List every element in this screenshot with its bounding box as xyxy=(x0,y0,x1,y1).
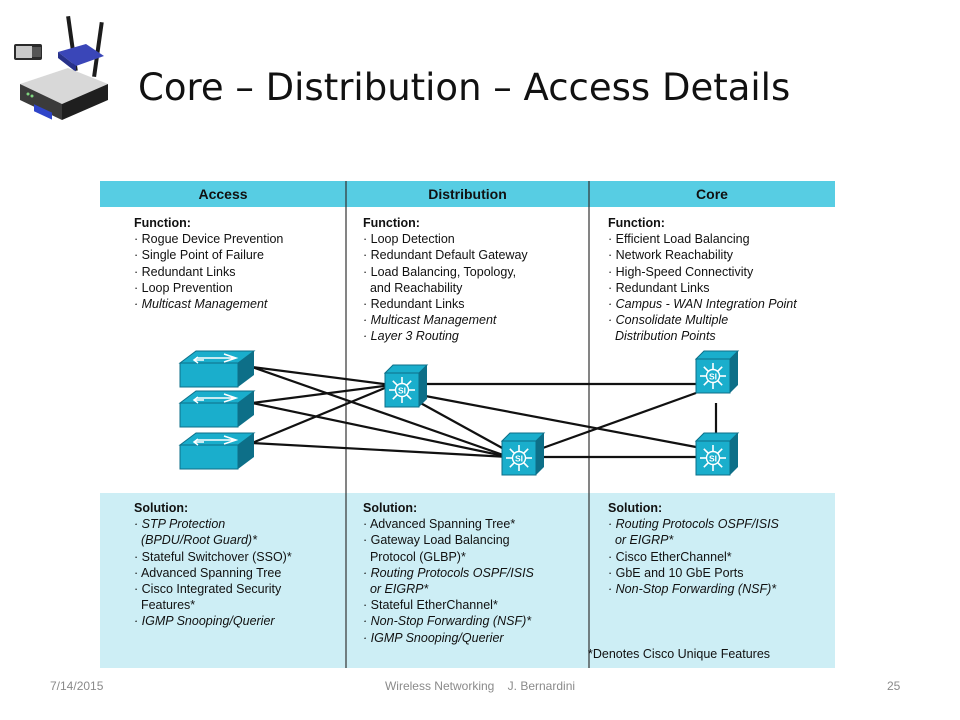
list-item: · IGMP Snooping/Querier xyxy=(363,630,504,645)
link-access1-dist1 xyxy=(251,365,393,387)
antenna-right-icon xyxy=(92,21,104,78)
list-item: · Layer 3 Routing xyxy=(363,329,459,344)
list-item: · Loop Prevention xyxy=(134,280,233,295)
link-dist2-core1 xyxy=(539,391,697,451)
link-access1-dist2 xyxy=(251,365,510,459)
list-heading: Function: xyxy=(608,216,665,230)
svg-text:SI: SI xyxy=(515,454,523,464)
list-item: · Rogue Device Prevention xyxy=(134,232,284,247)
list-heading: Function: xyxy=(363,216,420,230)
list-item: · Single Point of Failure xyxy=(134,248,264,263)
list-item: · High-Speed Connectivity xyxy=(608,264,754,279)
access-function-list: Function: · Rogue Device Prevention· Sing… xyxy=(134,215,283,312)
list-item: · Redundant Links xyxy=(134,264,236,279)
list-item: · Campus - WAN Integration Point xyxy=(608,297,797,312)
list-heading: Solution: xyxy=(134,501,189,515)
network-hierarchy-diagram: SI SI SI SI Access Distribution Core Fun… xyxy=(100,181,835,668)
link-access3-dist2 xyxy=(251,441,510,459)
svg-text:SI: SI xyxy=(398,386,406,396)
router-logo-image xyxy=(14,15,108,120)
distribution-solution-list: Solution: · Advanced Spanning Tree*· Gate… xyxy=(363,500,534,646)
footer-center-text: Wireless Networking J. Bernardini xyxy=(0,679,960,693)
list-item: · STP Protection xyxy=(134,517,226,532)
distribution-switch-2-icon: SI xyxy=(500,432,546,476)
core-switch-1-icon: SI xyxy=(694,350,740,394)
column-header-band xyxy=(100,181,835,207)
list-item: · Routing Protocols OSPF/ISIS xyxy=(608,517,779,532)
list-item: · Non-Stop Forwarding (NSF)* xyxy=(363,614,532,629)
list-item: · Stateful Switchover (SSO)* xyxy=(134,549,292,564)
list-heading: Solution: xyxy=(363,501,418,515)
list-item: · Advanced Spanning Tree xyxy=(134,565,282,580)
list-item: · Non-Stop Forwarding (NSF)* xyxy=(608,582,777,597)
column-header-access: Access xyxy=(198,186,248,202)
core-function-list: Function: · Efficient Load Balancing· Net… xyxy=(608,215,797,345)
wireless-card-icon xyxy=(14,44,42,60)
list-item: · Cisco EtherChannel* xyxy=(608,549,732,564)
link-dist1-dist2 xyxy=(405,394,505,450)
diagram-canvas: SI SI SI SI xyxy=(100,181,835,668)
solution-band xyxy=(100,493,835,668)
list-item: · Cisco Integrated Security xyxy=(134,582,282,597)
router-body-icon xyxy=(20,68,108,120)
list-item: · Loop Detection xyxy=(363,232,455,247)
column-header-core: Core xyxy=(696,186,728,202)
list-item: Distribution Points xyxy=(608,329,716,344)
list-item: Features* xyxy=(134,598,196,613)
list-item: · Redundant Default Gateway xyxy=(363,248,528,263)
core-solution-list: Solution: · Routing Protocols OSPF/ISIS o… xyxy=(608,500,779,597)
link-access3-dist1 xyxy=(251,383,393,445)
core-switch-2-icon: SI xyxy=(694,432,740,476)
list-item: · Gateway Load Balancing xyxy=(363,533,510,548)
list-item: Protocol (GLBP)* xyxy=(363,549,466,564)
column-header-distribution: Distribution xyxy=(428,186,507,202)
footer-course-author: Wireless Networking J. Bernardini xyxy=(384,679,576,693)
access-solution-list: Solution: · STP Protection (BPDU/Root Gua… xyxy=(134,500,292,630)
list-item: or EIGRP* xyxy=(608,533,674,548)
svg-text:SI: SI xyxy=(709,372,717,382)
list-item: · GbE and 10 GbE Ports xyxy=(608,565,744,580)
list-item: · Redundant Links xyxy=(608,280,710,295)
list-item: (BPDU/Root Guard)* xyxy=(134,533,257,548)
list-item: · Multicast Management xyxy=(134,297,268,312)
list-item: · Load Balancing, Topology, xyxy=(363,264,517,279)
access-switch-1-icon xyxy=(178,350,256,388)
list-item: · Routing Protocols OSPF/ISIS xyxy=(363,565,534,580)
distribution-switch-1-icon: SI xyxy=(383,364,429,408)
list-item: · Redundant Links xyxy=(363,297,465,312)
footer-date: 7/14/2015 xyxy=(50,679,104,693)
link-access2-dist2 xyxy=(251,401,510,459)
list-item: · IGMP Snooping/Querier xyxy=(134,614,275,629)
access-switch-2-icon xyxy=(178,390,256,428)
list-item: · Multicast Management xyxy=(363,313,497,328)
list-item: and Reachability xyxy=(363,280,463,295)
list-heading: Function: xyxy=(134,216,191,230)
slide-title: Core – Distribution – Access Details xyxy=(138,66,791,109)
link-access2-dist1 xyxy=(251,383,393,405)
footnote: *Denotes Cisco Unique Features xyxy=(588,647,771,661)
link-dist1-core2 xyxy=(419,393,697,449)
footer-page-number: 25 xyxy=(887,679,901,693)
list-heading: Solution: xyxy=(608,501,663,515)
list-item: · Stateful EtherChannel* xyxy=(363,598,498,613)
list-item: · Consolidate Multiple xyxy=(608,313,729,328)
list-item: or EIGRP* xyxy=(363,582,429,597)
access-switch-3-icon xyxy=(178,432,256,470)
svg-text:SI: SI xyxy=(709,454,717,464)
list-item: · Network Reachability xyxy=(608,248,734,263)
list-item: · Advanced Spanning Tree* xyxy=(363,517,516,532)
distribution-function-list: Function: · Loop Detection· Redundant Def… xyxy=(363,215,528,345)
list-item: · Efficient Load Balancing xyxy=(608,232,750,247)
